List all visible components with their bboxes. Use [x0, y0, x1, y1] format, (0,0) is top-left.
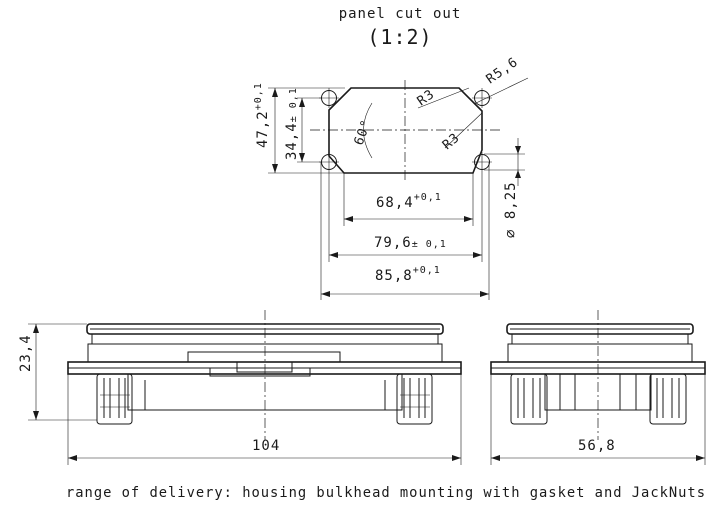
front-view: 23,4 104	[18, 310, 462, 465]
dim-height-inner: 34,4± 0,1	[284, 87, 300, 160]
dim-width-outer: 85,8+0,1	[375, 265, 441, 284]
jacknut-left	[96, 373, 133, 425]
mounting-hole-top-right	[472, 88, 492, 108]
dim-angle: 60°	[352, 117, 375, 147]
jacknut-right	[396, 373, 433, 425]
dim-front-height: 23,4	[18, 334, 34, 372]
panel-cutout-title: panel cut out	[339, 6, 462, 22]
mounting-hole-bottom-right	[472, 152, 492, 172]
dim-hole-diameter: ∅ 8,25	[503, 181, 519, 238]
dim-r56: R5,6	[484, 55, 522, 88]
dim-height-outer: 47,2+0,1	[253, 82, 271, 148]
panel-cutout-view: panel cut out (1:2) 47,2+0,1	[253, 6, 529, 300]
delivery-caption: range of delivery: housing bulkhead moun…	[66, 485, 706, 501]
side-jacknut-right	[649, 373, 687, 425]
dim-width-inner: 68,4+0,1	[376, 192, 442, 211]
dim-r3-lower: R3	[440, 130, 463, 153]
dim-side-width: 56,8	[578, 438, 616, 454]
dim-hole-pitch: 79,6± 0,1	[374, 235, 447, 251]
dim-front-length: 104	[252, 438, 280, 454]
cutout-outline	[328, 87, 483, 174]
panel-cutout-scale: (1:2)	[367, 25, 432, 49]
side-view: 56,8	[490, 310, 706, 465]
side-jacknut-left	[510, 373, 548, 425]
dim-r3-upper: R3	[415, 87, 438, 109]
